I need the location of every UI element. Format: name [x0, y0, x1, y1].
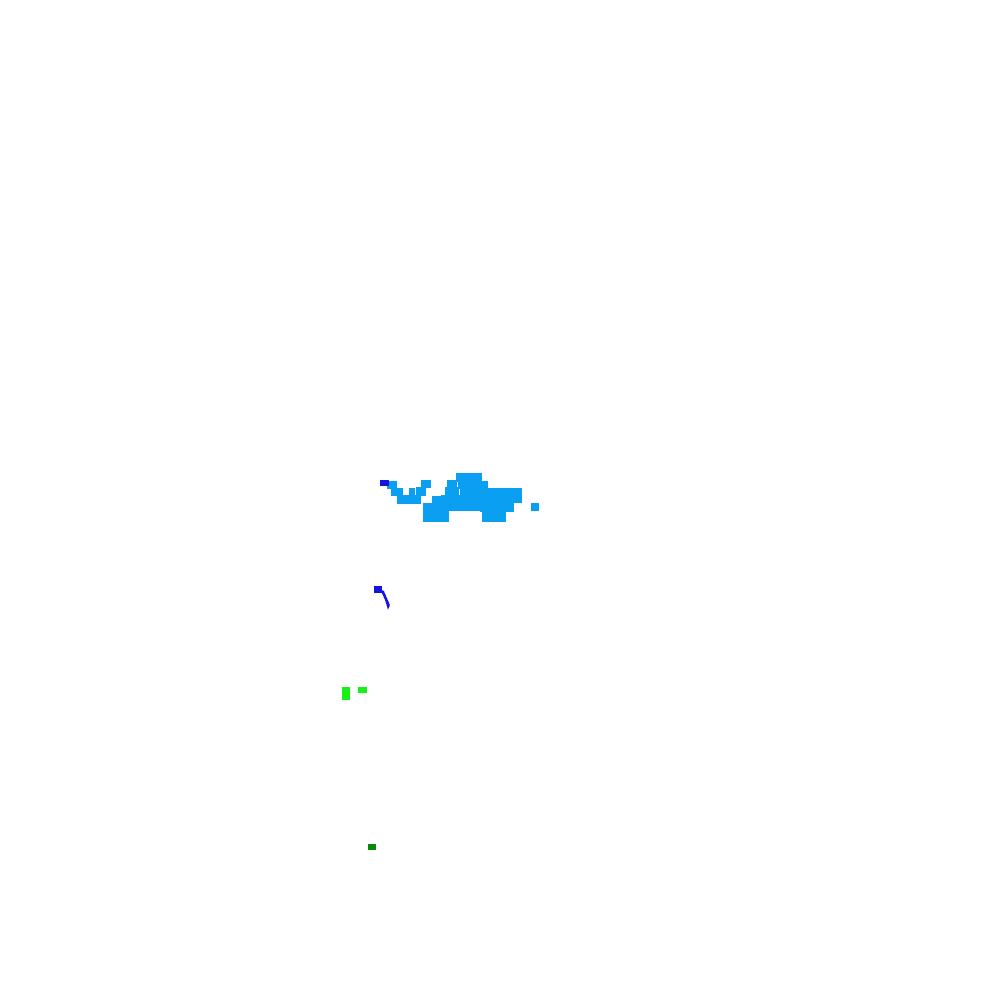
dark-green-marker: [368, 844, 376, 850]
cyan-pixel-cluster: [387, 473, 539, 522]
blue-hook-mark: [374, 586, 390, 610]
blue-marker: [380, 480, 389, 486]
green-marker-bar: [342, 687, 350, 700]
green-marker-dash: [358, 687, 367, 693]
